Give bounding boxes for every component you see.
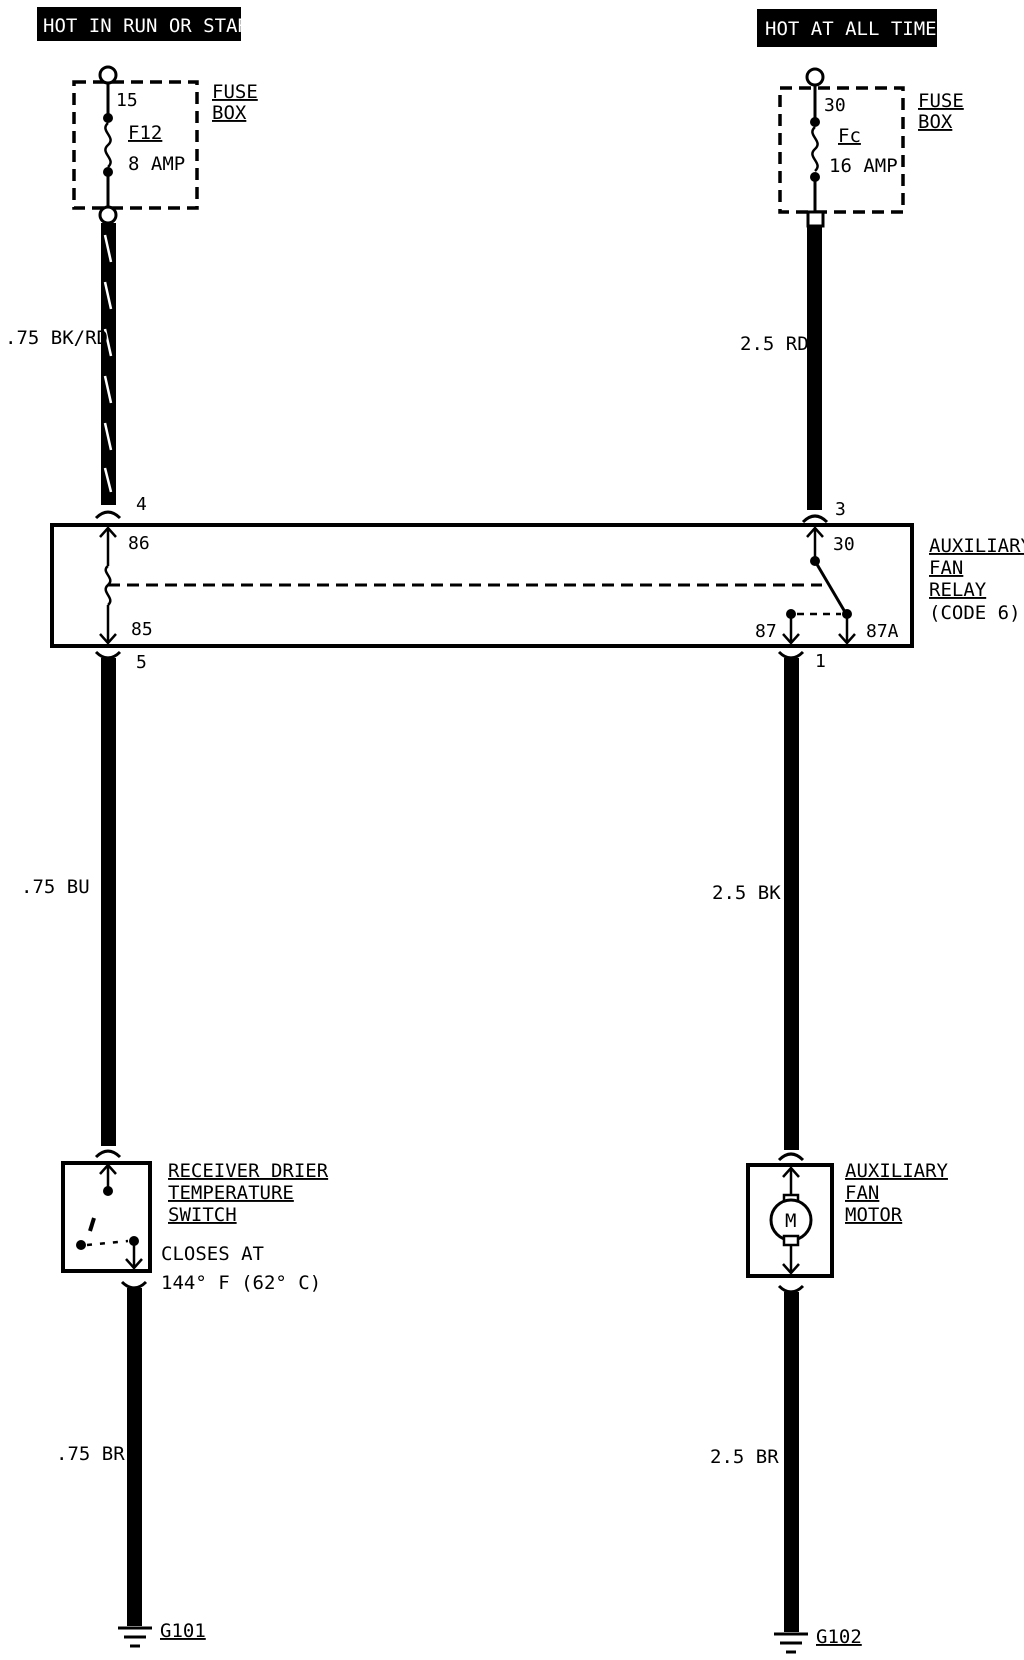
temp-switch-bottom-arrow-icon	[125, 1258, 143, 1270]
wire-left-lower	[127, 1288, 142, 1626]
connector-right-top	[801, 514, 829, 524]
fuse-right: 30 Fc 16 AMP FUSE BOX	[778, 67, 964, 228]
relay-label-4: (CODE 6)	[929, 602, 1021, 624]
relay-label-1: AUXILIARY	[929, 535, 1024, 557]
fuse-left-dot-top	[103, 113, 113, 123]
temp-switch-label-3: SWITCH	[168, 1204, 237, 1226]
fuse-right-rating: 16 AMP	[829, 155, 898, 177]
wire-right-middle	[784, 658, 799, 1150]
ground-g102-label: G102	[816, 1626, 862, 1648]
wire-label-w4: 2.5 BK	[712, 882, 781, 904]
wire-left-upper	[101, 223, 116, 505]
relay-terminal-87a: 87A	[866, 621, 899, 642]
fuse-box-left-label-2: BOX	[212, 102, 247, 124]
motor-label-1: AUXILIARY	[845, 1160, 949, 1182]
temp-switch-top-contact	[103, 1186, 113, 1196]
relay-pin-4: 4	[136, 494, 147, 515]
connector-right-bottom	[777, 650, 805, 660]
motor-bottom-arrow-icon	[782, 1263, 800, 1275]
header-left-box	[37, 7, 241, 41]
auxiliary-fan-motor: M AUXILIARY FAN MOTOR	[746, 1160, 949, 1278]
ground-g101-icon	[118, 1626, 152, 1648]
fuse-right-bottom-terminal	[806, 210, 825, 228]
connector-switch-top	[94, 1149, 122, 1159]
motor-label-2: FAN	[845, 1182, 879, 1204]
motor-outline	[746, 1163, 834, 1278]
fuse-left-rating: 8 AMP	[128, 153, 185, 175]
fuse-right-element-icon	[811, 126, 819, 172]
wire-right-lower	[784, 1292, 799, 1632]
relay-85-arrow-icon	[99, 633, 117, 645]
wire-label-w2: 2.5 RD	[740, 333, 809, 355]
fuse-right-name: Fc	[838, 125, 861, 147]
receiver-drier-temperature-switch: RECEIVER DRIER TEMPERATURE SWITCH CLOSES…	[61, 1160, 329, 1294]
relay-terminal-86: 86	[128, 533, 150, 554]
connector-left-top	[94, 510, 122, 520]
relay-pin-3: 3	[835, 499, 846, 520]
temp-switch-label-2: TEMPERATURE	[168, 1182, 294, 1204]
relay-87-arrow-icon	[782, 633, 800, 645]
wire-label-w1: .75 BK/RD	[5, 327, 108, 349]
fuse-box-left-outline	[72, 80, 199, 210]
ground-g101-label: G101	[160, 1620, 206, 1642]
relay-label-3: RELAY	[929, 579, 987, 601]
relay-87a-arrow-icon	[838, 633, 856, 645]
relay-outline	[50, 523, 914, 648]
motor-label-3: MOTOR	[845, 1204, 903, 1226]
fuse-left-element-icon	[104, 122, 112, 168]
wire-label-w6: 2.5 BR	[710, 1446, 779, 1468]
relay-pin-1: 1	[815, 651, 826, 672]
motor-symbol: M	[785, 1210, 796, 1232]
relay-terminal-85: 85	[131, 619, 153, 640]
fuse-left-name: F12	[128, 122, 162, 144]
header-left-text: HOT IN RUN OR START	[43, 15, 260, 37]
temp-switch-note-1: CLOSES AT	[161, 1243, 264, 1265]
auxiliary-fan-relay: 86 85 30 87 87A AUXILIARY FAN RELAY (COD…	[50, 523, 1024, 648]
fuse-box-right-label-1: FUSE	[918, 90, 964, 112]
temp-switch-left-contact	[76, 1240, 86, 1250]
fuse-left: 15 F12 8 AMP FUSE BOX	[72, 65, 258, 225]
relay-terminal-30: 30	[833, 534, 855, 555]
ground-g102-icon	[774, 1632, 808, 1654]
relay-terminal-87: 87	[755, 621, 777, 642]
fuse-box-left-label-1: FUSE	[212, 81, 258, 103]
fuse-left-terminal-label: 15	[116, 90, 138, 111]
header-right-text: HOT AT ALL TIMES	[765, 18, 948, 40]
fuse-box-right-outline	[778, 86, 905, 214]
relay-label-2: FAN	[929, 557, 963, 579]
temp-switch-label-1: RECEIVER DRIER	[168, 1160, 329, 1182]
wire-left-middle	[101, 658, 116, 1146]
temp-switch-blade	[88, 1217, 96, 1232]
wire-label-w3: .75 BU	[21, 876, 90, 898]
connector-motor-top	[777, 1152, 805, 1162]
relay-pin-5: 5	[136, 652, 147, 673]
fuse-right-top-terminal	[805, 67, 825, 87]
fuse-right-dot-top	[810, 117, 820, 127]
temp-switch-gap-dashed	[86, 1239, 129, 1247]
relay-switch-arm	[813, 560, 847, 613]
connector-switch-bottom	[120, 1280, 148, 1290]
header-right-box	[757, 9, 937, 47]
motor-brush-bottom	[782, 1234, 800, 1247]
fuse-box-right-label-2: BOX	[918, 111, 953, 133]
temp-switch-outline	[61, 1161, 152, 1273]
wire-left-upper-stripes	[103, 234, 113, 493]
connector-left-bottom	[94, 650, 122, 660]
wire-right-upper	[807, 226, 822, 510]
wire-label-w5: .75 BR	[56, 1443, 125, 1465]
fuse-right-terminal-label: 30	[824, 95, 846, 116]
temp-switch-note-2: 144° F (62° C)	[161, 1272, 321, 1294]
fuse-left-bottom-terminal	[98, 205, 118, 225]
fuse-left-top-terminal	[98, 65, 118, 85]
connector-motor-bottom	[777, 1284, 805, 1294]
